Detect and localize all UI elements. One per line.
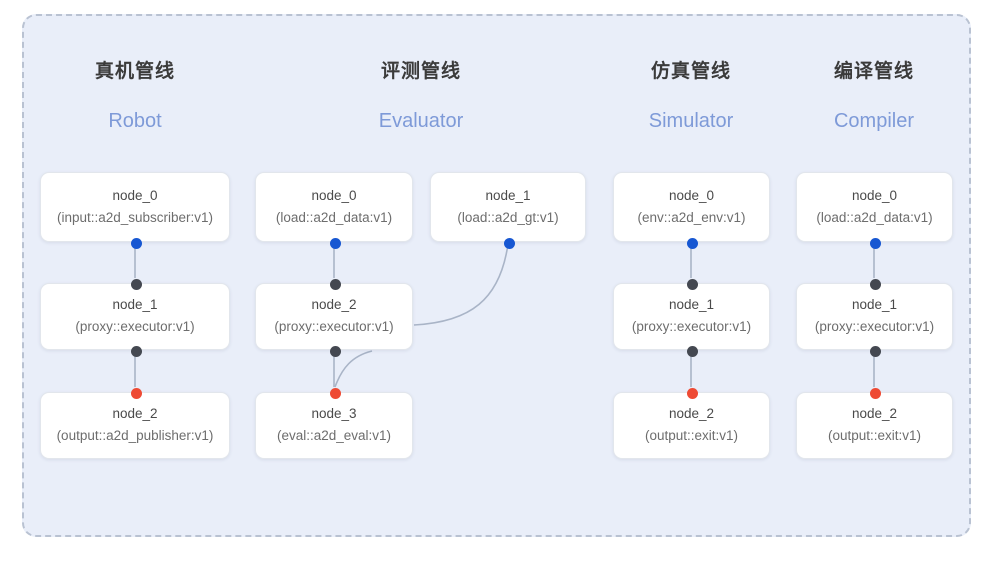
port-output-robot-0[interactable] (130, 237, 142, 249)
node-name: node_1 (851, 297, 898, 313)
node-name: node_2 (668, 406, 715, 422)
node-spec: (input::a2d_subscriber:v1) (56, 209, 214, 225)
column-header-robot: 真机管线 Robot (55, 62, 215, 131)
port-input-robot-2[interactable] (130, 387, 142, 399)
node-robot-0[interactable]: node_0 (input::a2d_subscriber:v1) (40, 172, 230, 249)
port-output-sim-1[interactable] (687, 345, 698, 357)
node-spec: (env::a2d_env:v1) (637, 209, 746, 225)
node-spec: (output::exit:v1) (644, 428, 739, 443)
node-name: node_0 (311, 187, 357, 203)
node-eval-gt[interactable]: node_1 (load::a2d_gt:v1) (430, 172, 586, 249)
node-spec: (proxy::executor:v1) (631, 319, 752, 334)
node-name: node_2 (851, 406, 898, 422)
column-title-en-robot: Robot (108, 110, 162, 132)
port-input-sim-2[interactable] (687, 387, 698, 399)
node-name: node_1 (112, 297, 158, 313)
node-spec: (proxy::executor:v1) (274, 319, 394, 334)
node-name: node_2 (311, 297, 357, 313)
node-robot-2[interactable]: node_2 (output::a2d_publisher:v1) (40, 387, 230, 459)
port-input-eval-2[interactable] (329, 278, 341, 290)
node-sim-2[interactable]: node_2 (output::exit:v1) (613, 387, 770, 459)
node-name: node_0 (668, 187, 715, 203)
node-spec: (eval::a2d_eval:v1) (276, 428, 392, 443)
port-input-eval-3[interactable] (329, 387, 341, 399)
node-comp-0[interactable]: node_0 (load::a2d_data:v1) (796, 172, 953, 249)
port-input-sim-1[interactable] (687, 278, 698, 290)
node-name: node_0 (851, 187, 898, 203)
node-eval-3[interactable]: node_3 (eval::a2d_eval:v1) (255, 387, 413, 459)
node-name: node_2 (112, 406, 158, 422)
column-title-cn-robot: 真机管线 (94, 61, 175, 82)
node-eval-0[interactable]: node_0 (load::a2d_data:v1) (255, 172, 413, 249)
node-spec: (output::exit:v1) (827, 428, 922, 443)
node-spec: (output::a2d_publisher:v1) (56, 428, 214, 443)
node-spec: (load::a2d_gt:v1) (457, 209, 559, 225)
port-input-comp-2[interactable] (870, 387, 881, 399)
node-sim-1[interactable]: node_1 (proxy::executor:v1) (613, 278, 770, 357)
port-output-comp-0[interactable] (870, 237, 881, 249)
node-name: node_0 (112, 187, 158, 203)
column-title-cn-evaluator: 评测管线 (380, 61, 461, 82)
node-spec: (load::a2d_data:v1) (816, 209, 933, 225)
column-header-evaluator: 评测管线 Evaluator (341, 62, 501, 131)
port-output-eval-0[interactable] (329, 237, 341, 249)
node-comp-2[interactable]: node_2 (output::exit:v1) (796, 387, 953, 459)
port-output-comp-1[interactable] (870, 345, 881, 357)
node-spec: (proxy::executor:v1) (814, 319, 935, 334)
node-spec: (proxy::executor:v1) (75, 319, 195, 334)
node-comp-1[interactable]: node_1 (proxy::executor:v1) (796, 278, 953, 357)
port-input-comp-1[interactable] (870, 278, 881, 290)
port-output-eval-gt[interactable] (503, 237, 515, 249)
port-input-robot-1[interactable] (130, 278, 142, 290)
node-sim-0[interactable]: node_0 (env::a2d_env:v1) (613, 172, 770, 249)
column-title-cn-simulator: 仿真管线 (650, 61, 731, 82)
node-name: node_1 (485, 187, 531, 203)
node-name: node_3 (311, 406, 357, 422)
column-header-simulator: 仿真管线 Simulator (611, 62, 771, 131)
column-title-cn-compiler: 编译管线 (833, 61, 914, 82)
column-title-en-evaluator: Evaluator (378, 110, 464, 132)
node-eval-2[interactable]: node_2 (proxy::executor:v1) (255, 278, 413, 357)
node-robot-1[interactable]: node_1 (proxy::executor:v1) (40, 278, 230, 357)
port-output-eval-2[interactable] (329, 345, 341, 357)
port-output-sim-0[interactable] (687, 237, 698, 249)
column-header-compiler: 编译管线 Compiler (794, 62, 954, 131)
column-title-en-compiler: Compiler (833, 110, 915, 132)
node-name: node_1 (668, 297, 715, 313)
node-spec: (load::a2d_data:v1) (275, 209, 393, 225)
column-title-en-simulator: Simulator (648, 110, 734, 132)
port-output-robot-1[interactable] (130, 345, 142, 357)
